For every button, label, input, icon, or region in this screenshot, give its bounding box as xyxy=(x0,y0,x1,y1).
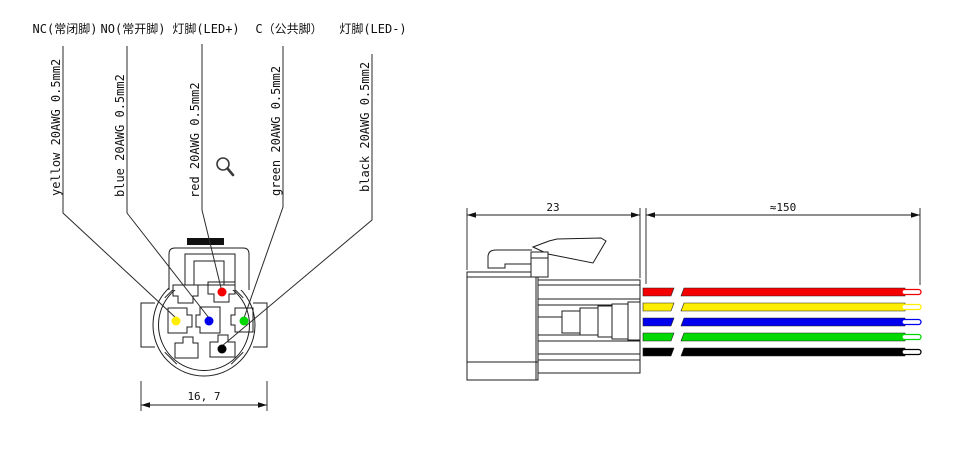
leader-led-minus-black xyxy=(221,54,373,347)
connector-front-body xyxy=(140,238,268,377)
slot-bottom-right xyxy=(209,334,236,358)
pin-dot-blue xyxy=(204,316,214,326)
slot-mid-right xyxy=(230,307,254,333)
chamfer-lower-left xyxy=(164,351,178,365)
dim23-arrow-left xyxy=(467,212,476,218)
wire-blue-stub xyxy=(642,317,675,327)
pin-dot-yellow xyxy=(171,316,181,326)
front-view: NC(常闭脚) NO(常开脚) 灯脚(LED+) C（公共脚） 灯脚(LED-)… xyxy=(33,21,407,411)
pin-labels: NC(常闭脚) NO(常开脚) 灯脚(LED+) C（公共脚） 灯脚(LED-) xyxy=(33,21,407,36)
terminal-step xyxy=(627,301,641,341)
terminal-slots xyxy=(167,281,254,359)
wire-spec-labels: yellow 20AWG 0.5mm2 blue 20AWG 0.5mm2 re… xyxy=(49,59,372,198)
latch-arm xyxy=(487,249,532,269)
terminal-step xyxy=(579,307,599,336)
wire-green-stub xyxy=(642,332,675,342)
dim-front-diameter-text: 16, 7 xyxy=(187,390,220,403)
latch-handle xyxy=(531,237,607,264)
dim-body-length-text: 23 xyxy=(546,201,559,214)
wire-blue-run xyxy=(680,317,906,327)
magnifier-icon xyxy=(216,157,235,177)
leader-led-plus-red xyxy=(201,44,223,293)
wire-green-tip xyxy=(901,333,922,341)
wire-black-tip xyxy=(901,348,922,356)
chamfer-lower-right xyxy=(230,351,244,365)
wire-yellow-run xyxy=(680,302,906,312)
magnifier-lens xyxy=(216,157,230,171)
pin-label-led-plus: 灯脚(LED+) xyxy=(172,21,239,36)
left-key-bump xyxy=(140,302,155,348)
wire-blue-tip xyxy=(901,318,922,326)
leader-nc-yellow xyxy=(62,46,177,319)
wire-yellow-tip xyxy=(901,303,922,311)
wire-label-yellow: yellow 20AWG 0.5mm2 xyxy=(49,59,63,196)
pin-label-led-minus: 灯脚(LED-) xyxy=(339,21,406,36)
wire-yellow-stub xyxy=(642,302,675,312)
side-dimensions: 23 ≈150 xyxy=(466,201,921,285)
dim23-arrow-right xyxy=(631,212,640,218)
pin-dot-green xyxy=(239,316,249,326)
wire-bundle xyxy=(642,287,922,357)
dim150-arrow-right xyxy=(911,212,920,218)
slot-top-left xyxy=(172,284,199,304)
pin-label-common: C（公共脚） xyxy=(255,21,322,36)
wire-label-green: green 20AWG 0.5mm2 xyxy=(269,66,283,196)
wire-red xyxy=(642,287,922,297)
dim-arrow-right xyxy=(258,402,267,408)
latch-pivot xyxy=(530,251,549,278)
pin-label-nc: NC(常闭脚) xyxy=(33,21,98,36)
pin-dot-black xyxy=(217,344,227,354)
wire-red-tip xyxy=(901,288,922,296)
wire-blue xyxy=(642,317,922,327)
dim150-arrow-left xyxy=(646,212,655,218)
wire-green-run xyxy=(680,332,906,342)
pin-dot-red xyxy=(217,287,227,297)
wire-label-blue: blue 20AWG 0.5mm2 xyxy=(113,74,127,197)
slot-bottom-left xyxy=(174,336,199,359)
housing-body xyxy=(466,271,539,381)
terminal-step xyxy=(597,305,613,338)
top-black-bar xyxy=(187,238,224,245)
wire-red-run xyxy=(680,287,906,297)
wire-red-stub xyxy=(642,287,675,297)
terminal-step xyxy=(561,310,581,334)
slot-top-right xyxy=(207,281,236,303)
front-diameter-dimension: 16, 7 xyxy=(140,381,268,411)
connector-side-housing xyxy=(466,237,641,381)
pin-leader-lines xyxy=(62,44,373,347)
side-view: 23 ≈150 xyxy=(466,201,922,381)
slot-mid-left xyxy=(167,307,193,334)
terminal-step xyxy=(611,303,629,340)
slot-mid-center xyxy=(195,306,221,334)
wire-yellow xyxy=(642,302,922,312)
dim-wire-length-text: ≈150 xyxy=(770,201,797,214)
terminal-steps xyxy=(561,301,641,341)
wire-green xyxy=(642,332,922,342)
wire-label-black: black 20AWG 0.5mm2 xyxy=(358,62,372,192)
right-key-bump xyxy=(253,302,268,348)
wire-black-run xyxy=(680,347,906,357)
wire-black-stub xyxy=(642,347,675,357)
latch-lever xyxy=(487,237,607,278)
wire-black xyxy=(642,347,922,357)
pin-label-no: NO(常开脚) xyxy=(101,21,166,36)
leader-no-blue xyxy=(126,46,210,319)
pin-dots xyxy=(171,287,249,354)
leader-common-green xyxy=(243,46,284,319)
wire-label-red: red 20AWG 0.5mm2 xyxy=(188,82,202,198)
connector-inner-ring xyxy=(158,279,250,371)
dim-arrow-left xyxy=(141,402,150,408)
magnifier-handle xyxy=(226,167,235,177)
